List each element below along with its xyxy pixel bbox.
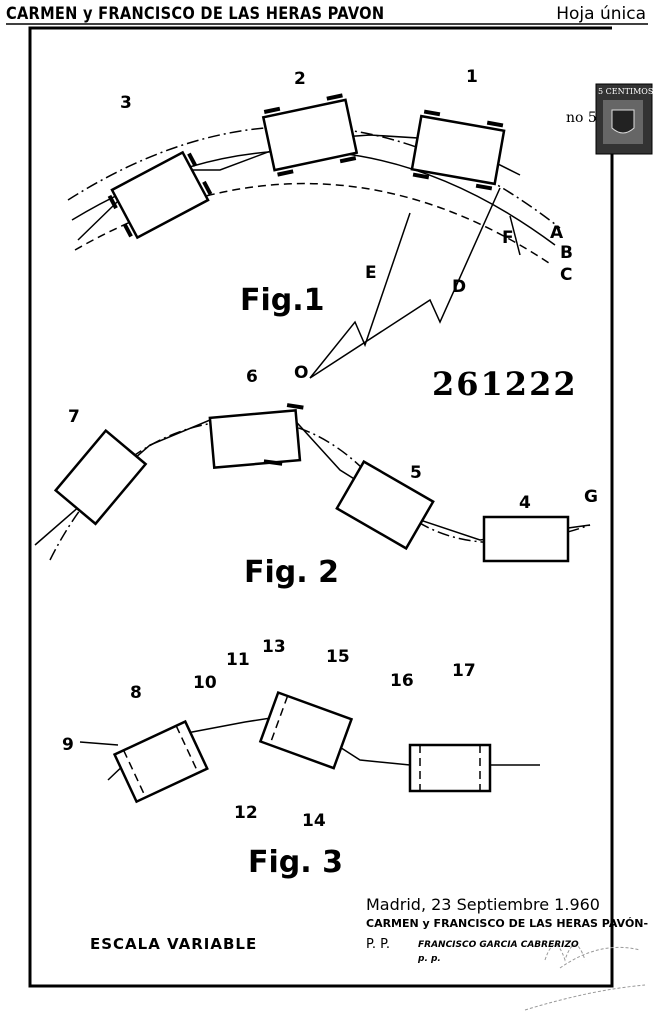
figure-label: 14 [302, 811, 326, 831]
wheel-mark [277, 169, 294, 177]
figure-label: 15 [326, 647, 350, 667]
figure-label: 5 [410, 463, 422, 483]
figure-label: 2 [294, 69, 306, 89]
figure-3: 8 9 10 11 12 13 14 15 16 17 Fig. 3 [62, 637, 540, 880]
wheel-mark [286, 403, 304, 410]
drawing-line [122, 749, 147, 798]
wheel-mark [412, 172, 430, 180]
vehicle-outline [335, 459, 435, 551]
figure-2: 7 6 5 4 G Fig. 2 [34, 367, 598, 590]
drawing-line [74, 182, 553, 266]
wheel-mark [202, 180, 213, 196]
place-date: Madrid, 23 Septiembre 1.960 [366, 895, 600, 914]
wheel-mark [107, 194, 118, 210]
figure-1: 3 2 1 A B C D E F O Fig.1 [67, 67, 573, 383]
vehicle-outline [410, 114, 506, 186]
wheel-mark [263, 459, 283, 466]
figure-label: 13 [262, 637, 286, 657]
vehicle-outline [258, 690, 354, 770]
fig3-title: Fig. 3 [248, 845, 343, 880]
figure-label: A [550, 223, 564, 243]
agent-pp: p. p. [418, 954, 441, 964]
vehicle-outline [261, 98, 359, 172]
postage-stamp-icon: 5 CENTIMOS [595, 83, 653, 155]
figure-label: F [502, 228, 514, 248]
figure-label: 11 [226, 650, 250, 670]
figure-label: 10 [193, 673, 217, 693]
drawing-line [112, 719, 209, 804]
wheel-mark [475, 183, 493, 191]
wheel-mark [339, 156, 357, 164]
drawing-line [509, 215, 521, 256]
pp-label: P. P. [366, 937, 391, 952]
figure-label: 3 [120, 93, 132, 113]
handwritten-note: no 5 [566, 110, 597, 126]
signatory: CARMEN y FRANCISCO DE LAS HERAS PAVÓN- [366, 917, 649, 930]
figure-label: 5 CENTIMOS [598, 87, 653, 96]
vehicle-outline [482, 515, 570, 563]
signature [524, 944, 646, 1011]
vehicle-outline [110, 150, 210, 240]
drawing-line [53, 428, 148, 526]
figure-label: 16 [390, 671, 414, 691]
wheel-mark [326, 93, 343, 101]
vehicle-outline [208, 408, 302, 470]
drawing-line [34, 414, 591, 546]
drawing-line [107, 150, 213, 240]
figure-label: G [584, 487, 598, 507]
figure-label: 9 [62, 735, 74, 755]
drawing-line [309, 212, 411, 379]
drawing-line [258, 690, 354, 770]
applicant-header: CARMEN y FRANCISCO DE LAS HERAS PAVON [6, 4, 385, 24]
agent-name: FRANCISCO GARCIA CABRERIZO [418, 940, 579, 950]
scale-note: ESCALA VARIABLE [90, 935, 258, 953]
wheel-mark [263, 106, 281, 114]
figure-label: 12 [234, 803, 258, 823]
fig1-title: Fig.1 [240, 283, 325, 318]
wheel-mark [423, 109, 441, 117]
drawing-line [261, 93, 359, 177]
figure-label: 1 [466, 67, 478, 87]
figure-label: D [452, 277, 466, 297]
drawing-line [611, 109, 635, 134]
patent-number: 261222 [432, 365, 578, 403]
figure-label: 7 [68, 407, 80, 427]
wheel-mark [187, 152, 198, 167]
figure-label: O [294, 363, 308, 383]
figure-label: C [560, 265, 572, 285]
drawing-line [309, 187, 501, 379]
drawing-line [49, 419, 591, 561]
figure-label: 6 [246, 367, 258, 387]
drawing-line [410, 109, 506, 191]
drawing-line [79, 741, 119, 746]
drawing-line [208, 403, 304, 470]
wheel-mark [122, 223, 133, 238]
wheel-mark [486, 120, 504, 128]
drawing-line [335, 459, 435, 551]
sheet-label: Hoja única [556, 4, 646, 24]
figure-label: 17 [452, 661, 476, 681]
fig2-title: Fig. 2 [244, 555, 339, 590]
figure-label: B [560, 243, 573, 263]
figure-label: E [365, 263, 377, 283]
vehicle-outline [53, 428, 148, 526]
figure-label: 8 [130, 683, 142, 703]
drawing-frame [28, 26, 614, 988]
drawing-line [175, 725, 199, 774]
figure-label: 4 [519, 493, 531, 513]
vehicle-outline [408, 743, 492, 793]
drawing-line [269, 695, 289, 746]
